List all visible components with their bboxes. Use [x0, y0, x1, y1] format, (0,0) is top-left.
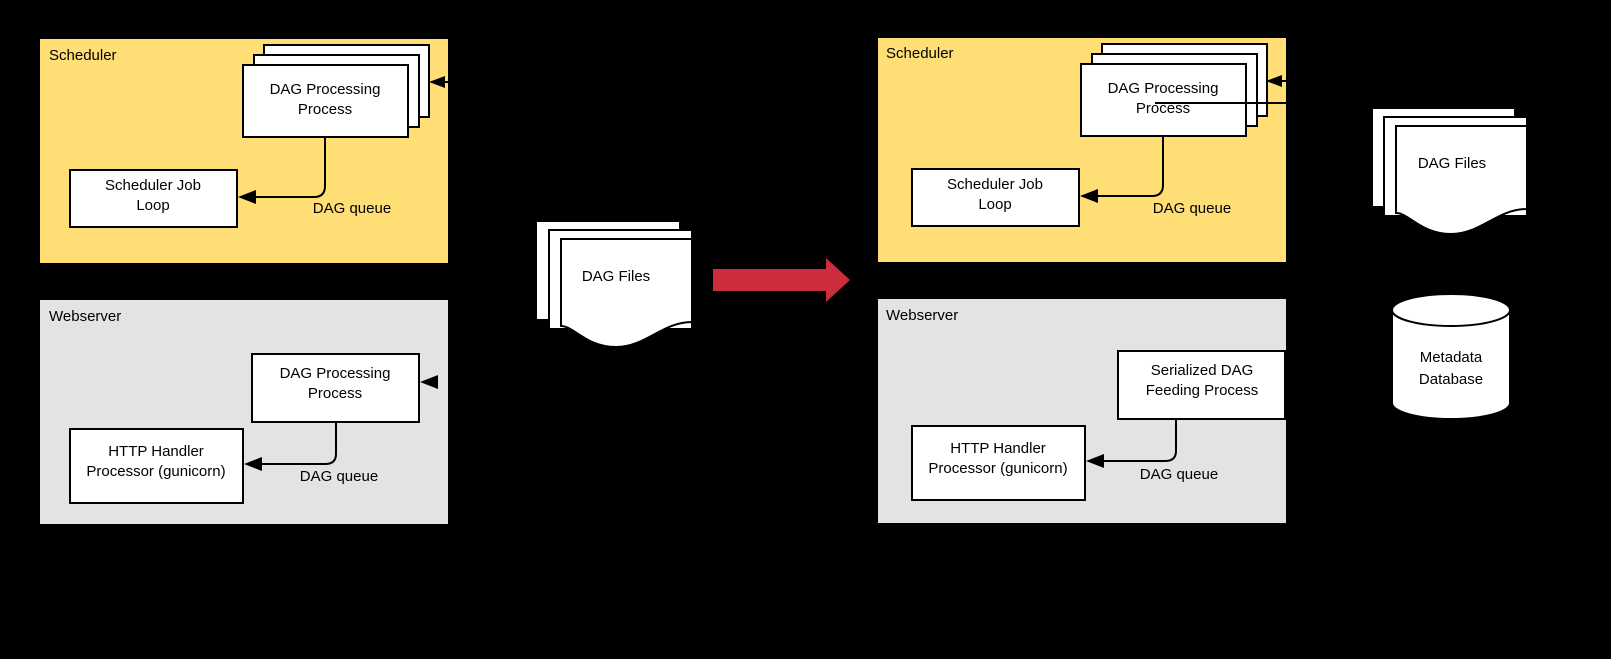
migration-arrow-shape	[713, 258, 850, 302]
right-webserver-http-handler-label-line1: HTTP Handler	[950, 440, 1046, 457]
left-scheduler-dag-queue-connector	[250, 137, 326, 198]
left-scheduler-zone: Scheduler DAG Processing Process Schedul…	[40, 39, 470, 263]
left-webserver-dag-queue-connector	[258, 422, 337, 465]
right-scheduler-dag-process-label-line1: DAG Processing	[1108, 80, 1219, 97]
left-scheduler-dag-queue-arrowhead	[238, 190, 256, 204]
right-scheduler-job-loop-label-line1: Scheduler Job	[947, 176, 1043, 193]
right-scheduler-dag-queue-arrowhead	[1080, 189, 1098, 203]
right-webserver-dag-queue-connector	[1100, 419, 1177, 462]
right-webserver-http-handler-box[interactable]	[911, 425, 1086, 501]
right-scheduler-dag-queue-label: DAG queue	[1153, 200, 1231, 217]
metadata-database-cylinder[interactable]: Metadata Database	[1391, 293, 1511, 420]
right-scheduler-dagfiles-inflow-arrowhead	[1266, 75, 1282, 87]
left-scheduler-dag-process-label-line2: Process	[298, 101, 352, 118]
center-dag-files-sheet-front[interactable]	[560, 238, 693, 349]
right-webserver-dag-queue-arrowhead	[1086, 454, 1104, 468]
metadata-database-body	[1391, 309, 1511, 420]
metadata-database-top-ellipse	[1391, 293, 1511, 327]
metadata-database-label-line1: Metadata	[1420, 349, 1483, 366]
right-scheduler-dag-process-label-line2: Process	[1136, 100, 1190, 117]
right-webserver-zone-label: Webserver	[886, 307, 958, 324]
left-webserver-dag-process-label-line1: DAG Processing	[280, 365, 391, 382]
right-scheduler-zone-label: Scheduler	[886, 45, 954, 62]
migration-arrow	[713, 258, 850, 302]
left-scheduler-dag-queue-label: DAG queue	[313, 200, 391, 217]
left-webserver-http-handler-label-line2: Processor (gunicorn)	[86, 463, 225, 480]
left-scheduler-dagfiles-inflow-arrowhead	[429, 76, 445, 88]
right-dag-files-label: DAG Files	[1418, 155, 1486, 172]
left-scheduler-job-loop-label-line2: Loop	[136, 197, 169, 214]
center-dag-files-label: DAG Files	[582, 268, 650, 285]
left-webserver-zone: Webserver DAG Processing Process HTTP Ha…	[40, 300, 470, 524]
left-webserver-dag-queue-arrowhead	[244, 457, 262, 471]
left-scheduler-dag-process-label-line1: DAG Processing	[270, 81, 381, 98]
left-webserver-http-handler-box[interactable]	[69, 428, 244, 504]
metadata-database-label-line2: Database	[1419, 371, 1483, 388]
right-webserver-metadata-inflow-arrowhead	[1286, 375, 1302, 387]
right-dag-files-sheet-front[interactable]	[1395, 125, 1528, 236]
left-webserver-dag-queue-label: DAG queue	[300, 468, 378, 485]
right-webserver-http-handler-label-line2: Processor (gunicorn)	[928, 460, 1067, 477]
left-scheduler-job-loop-label-line1: Scheduler Job	[105, 177, 201, 194]
left-webserver-dag-process-box[interactable]	[251, 353, 420, 423]
left-webserver-zone-label: Webserver	[49, 308, 121, 325]
right-dag-files-document: DAG Files	[1371, 107, 1528, 236]
right-webserver-serialized-dag-box[interactable]	[1117, 350, 1286, 420]
right-webserver-dag-queue-label: DAG queue	[1140, 466, 1218, 483]
right-webserver-serialized-dag-label-line1: Serialized DAG	[1151, 362, 1254, 379]
right-scheduler-job-loop-label-line2: Loop	[978, 196, 1011, 213]
left-scheduler-zone-label: Scheduler	[49, 47, 117, 64]
right-scheduler-job-loop-box[interactable]	[911, 168, 1080, 227]
right-webserver-serialized-dag-label-line2: Feeding Process	[1146, 382, 1259, 399]
right-scheduler-dag-process-front[interactable]	[1080, 63, 1247, 137]
right-scheduler-zone: Scheduler DAG Processing Process Schedul…	[878, 38, 1310, 262]
right-scheduler-dag-queue-connector	[1092, 136, 1164, 197]
center-dag-files-document: DAG Files	[535, 220, 693, 349]
right-webserver-zone: Webserver Serialized DAG Feeding Process…	[878, 299, 1330, 523]
left-webserver-dagfiles-inflow-arrowhead	[420, 375, 438, 389]
left-scheduler-dag-process-front[interactable]	[242, 64, 409, 138]
left-scheduler-job-loop-box[interactable]	[69, 169, 238, 228]
left-webserver-dag-process-label-line2: Process	[308, 385, 362, 402]
left-webserver-http-handler-label-line1: HTTP Handler	[108, 443, 204, 460]
